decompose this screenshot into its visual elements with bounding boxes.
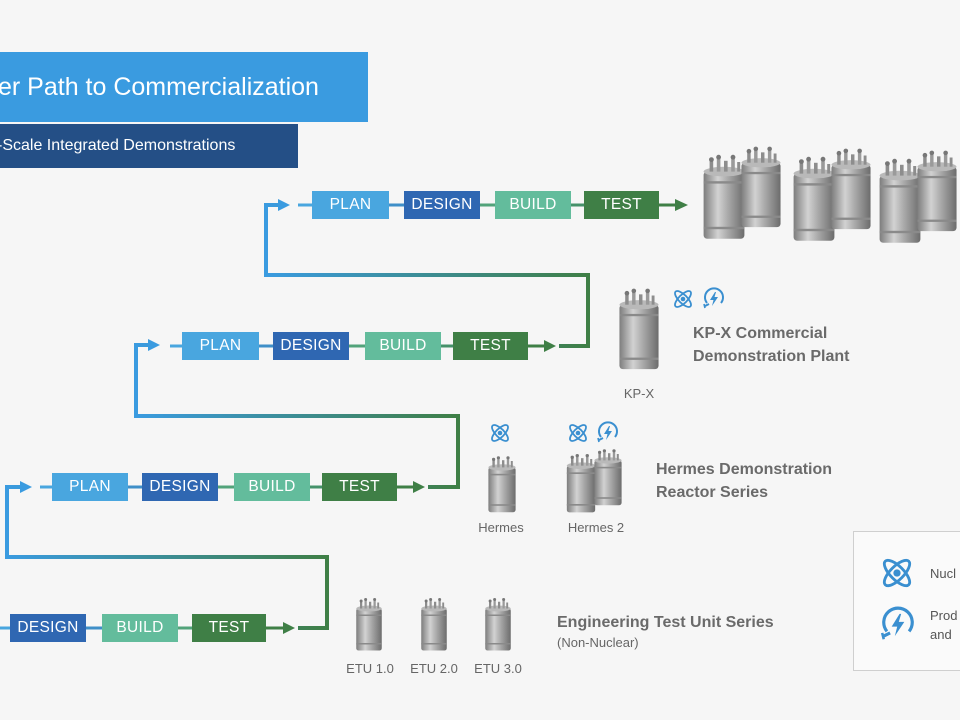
arrow-row3-end [413, 481, 425, 493]
fleet-reactor-icon [917, 150, 957, 232]
etu1-reactor-icon [356, 598, 382, 651]
fleet-reactor-icon [831, 148, 871, 230]
commercial-title-line1: KP-X Commercial [693, 325, 828, 342]
hermes-label: Hermes [478, 520, 524, 535]
kpx-reactor-icon [619, 288, 659, 370]
arrow-row3-start [20, 481, 32, 493]
legend-power-label: Prod and [930, 606, 957, 644]
hermes-stage-title: Hermes Demonstration Reactor Series [656, 458, 832, 504]
etu3-reactor-icon [485, 598, 511, 651]
elbow-row2-row1 [264, 203, 590, 348]
row2-build-step: BUILD [365, 332, 441, 360]
row1-plan-step: PLAN [312, 191, 389, 219]
atom-icon [566, 421, 590, 445]
arrow-row2-start [148, 339, 160, 351]
hermes-title-line2: Reactor Series [656, 484, 769, 501]
fleet-reactor-icon [741, 146, 781, 228]
atom-icon [488, 421, 512, 445]
row1-design-step: DESIGN [404, 191, 480, 219]
legend-power-icon [880, 606, 915, 642]
row3-test-step: TEST [322, 473, 397, 501]
row3-design-step: DESIGN [142, 473, 218, 501]
page-subtitle: -Scale Integrated Demonstrations [0, 124, 298, 168]
legend-nuclear-label: Nucl [930, 566, 957, 581]
etu2-reactor-icon [421, 598, 447, 651]
page-title: er Path to Commercialization [0, 52, 368, 122]
row3-plan-step: PLAN [52, 473, 128, 501]
row2-test-step: TEST [453, 332, 528, 360]
arrow-row1-end [675, 199, 688, 211]
hermes2-label: Hermes 2 [567, 520, 625, 535]
arrow-row2-end [544, 340, 556, 352]
arrow-row1-start [278, 199, 290, 211]
row1-test-step: TEST [584, 191, 659, 219]
row1-build-step: BUILD [495, 191, 571, 219]
etu3-label: ETU 3.0 [474, 661, 522, 676]
legend: Nucl Prod and [853, 531, 960, 671]
power-plug-icon [596, 421, 619, 444]
power-plug-icon [702, 287, 725, 310]
atom-icon [671, 287, 695, 311]
row4-build-step: BUILD [102, 614, 178, 642]
row4-test-step: TEST [192, 614, 266, 642]
elbow-row3-row2 [134, 343, 460, 489]
page-title-text: er Path to Commercialization [0, 72, 319, 101]
row4-design-step: DESIGN [10, 614, 86, 642]
legend-atom-icon [879, 555, 915, 591]
row2-design-step: DESIGN [273, 332, 349, 360]
hermes-title-line1: Hermes Demonstration [656, 461, 833, 478]
legend-power-line2: and [930, 627, 952, 642]
etu-stage-title: Engineering Test Unit Series [557, 614, 774, 631]
commercial-stage-title: KP-X Commercial Demonstration Plant [693, 322, 849, 368]
hermes-reactor-icon [488, 456, 516, 513]
row2-plan-step: PLAN [182, 332, 259, 360]
elbow-row4-row3 [5, 485, 329, 630]
etu-stage-subtitle: (Non-Nuclear) [557, 635, 639, 650]
etu1-label: ETU 1.0 [346, 661, 394, 676]
legend-power-line1: Prod [930, 608, 958, 623]
kpx-label: KP-X [623, 386, 655, 401]
etu2-label: ETU 2.0 [410, 661, 458, 676]
arrow-row4-end [283, 622, 295, 634]
page-subtitle-text: -Scale Integrated Demonstrations [0, 137, 236, 154]
row3-build-step: BUILD [234, 473, 310, 501]
hermes2-reactor-icon [594, 449, 622, 506]
commercial-title-line2: Demonstration Plant [693, 348, 850, 365]
